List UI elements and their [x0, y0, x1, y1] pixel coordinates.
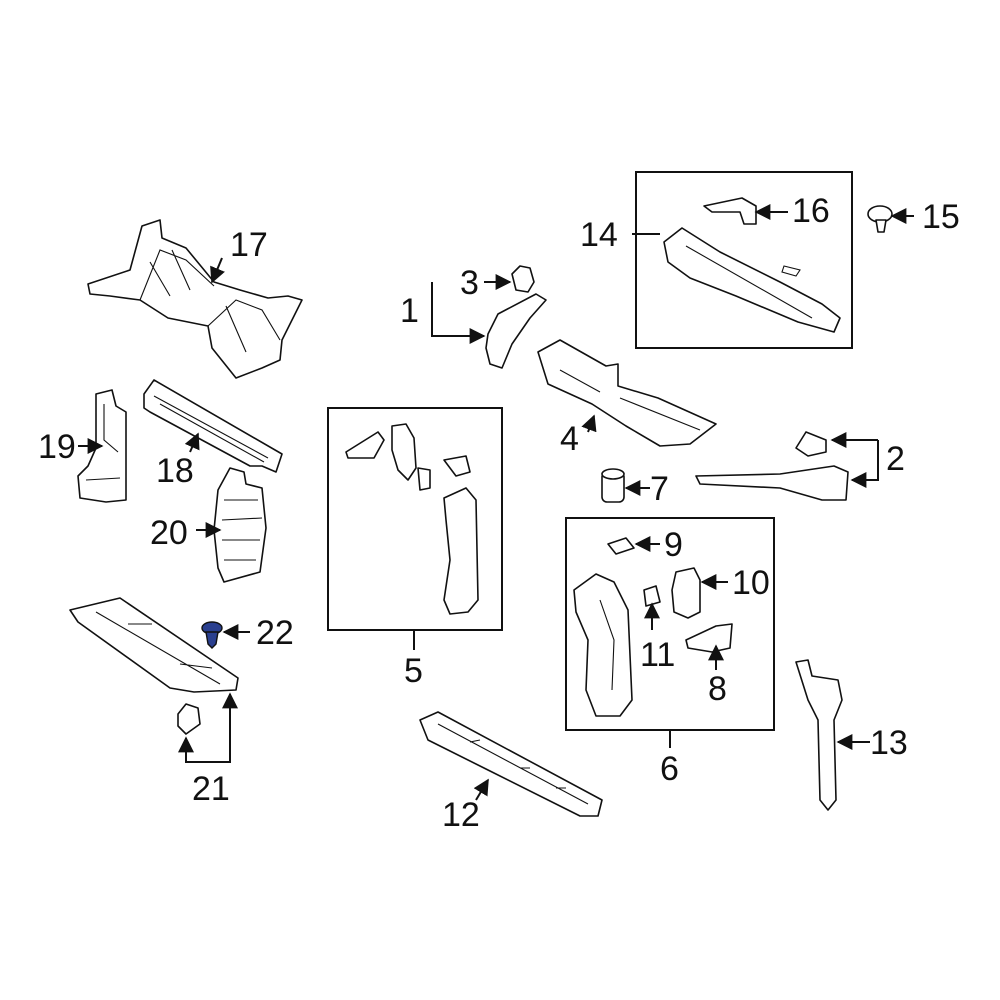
- leader-lines: [78, 204, 914, 801]
- part-3-bracket[interactable]: [511, 265, 535, 293]
- callout-5: 5: [404, 652, 423, 690]
- part-14-cover[interactable]: [663, 227, 841, 333]
- callout-22: 22: [256, 614, 294, 652]
- part-22-clip[interactable]: [201, 621, 223, 649]
- callout-20: 20: [150, 514, 188, 552]
- part-2-extension[interactable]: [695, 431, 849, 501]
- callout-14: 14: [580, 216, 618, 254]
- part-12-lower-tie-bar[interactable]: [419, 711, 603, 817]
- part-8-bracket[interactable]: [685, 623, 733, 653]
- part-4-side-member[interactable]: [537, 339, 717, 447]
- callout-19: 19: [38, 428, 76, 466]
- callout-15: 15: [922, 198, 960, 236]
- callout-7: 7: [650, 470, 669, 508]
- callout-9: 9: [664, 526, 683, 564]
- callout-labels: 1 2 3 4 5 6 7 8 9 10 11 12 13 14 15 16 1…: [38, 192, 960, 834]
- callout-18: 18: [156, 452, 194, 490]
- callout-3: 3: [460, 264, 479, 302]
- part-18-upper-tie-bar[interactable]: [143, 379, 283, 473]
- callout-21: 21: [192, 770, 230, 808]
- callout-4: 4: [560, 420, 579, 458]
- part-15-fastener[interactable]: [867, 205, 893, 233]
- callout-17: 17: [230, 226, 268, 264]
- part-16-bracket[interactable]: [703, 197, 757, 225]
- part-17-radiator-support[interactable]: [87, 219, 303, 379]
- callout-16: 16: [792, 192, 830, 230]
- group-box-14: [635, 171, 853, 349]
- callout-6: 6: [660, 750, 679, 788]
- callout-13: 13: [870, 724, 908, 762]
- part-7-bushing[interactable]: [601, 468, 625, 503]
- callout-10: 10: [732, 564, 770, 602]
- part-11-clip[interactable]: [643, 585, 661, 607]
- part-6-support[interactable]: [573, 573, 633, 717]
- part-5-support[interactable]: [345, 423, 479, 615]
- part-20-air-guide[interactable]: [213, 467, 267, 583]
- part-1-bracket[interactable]: [485, 293, 547, 369]
- part-10-bracket[interactable]: [671, 567, 701, 619]
- callout-12: 12: [442, 796, 480, 834]
- part-13-vertical-support[interactable]: [795, 659, 843, 811]
- callout-2: 2: [886, 440, 905, 478]
- callout-11: 11: [640, 636, 675, 674]
- part-21-lower-shield[interactable]: [69, 597, 239, 735]
- callout-1: 1: [400, 292, 419, 330]
- callout-8: 8: [708, 670, 727, 708]
- part-9-plate[interactable]: [607, 537, 635, 555]
